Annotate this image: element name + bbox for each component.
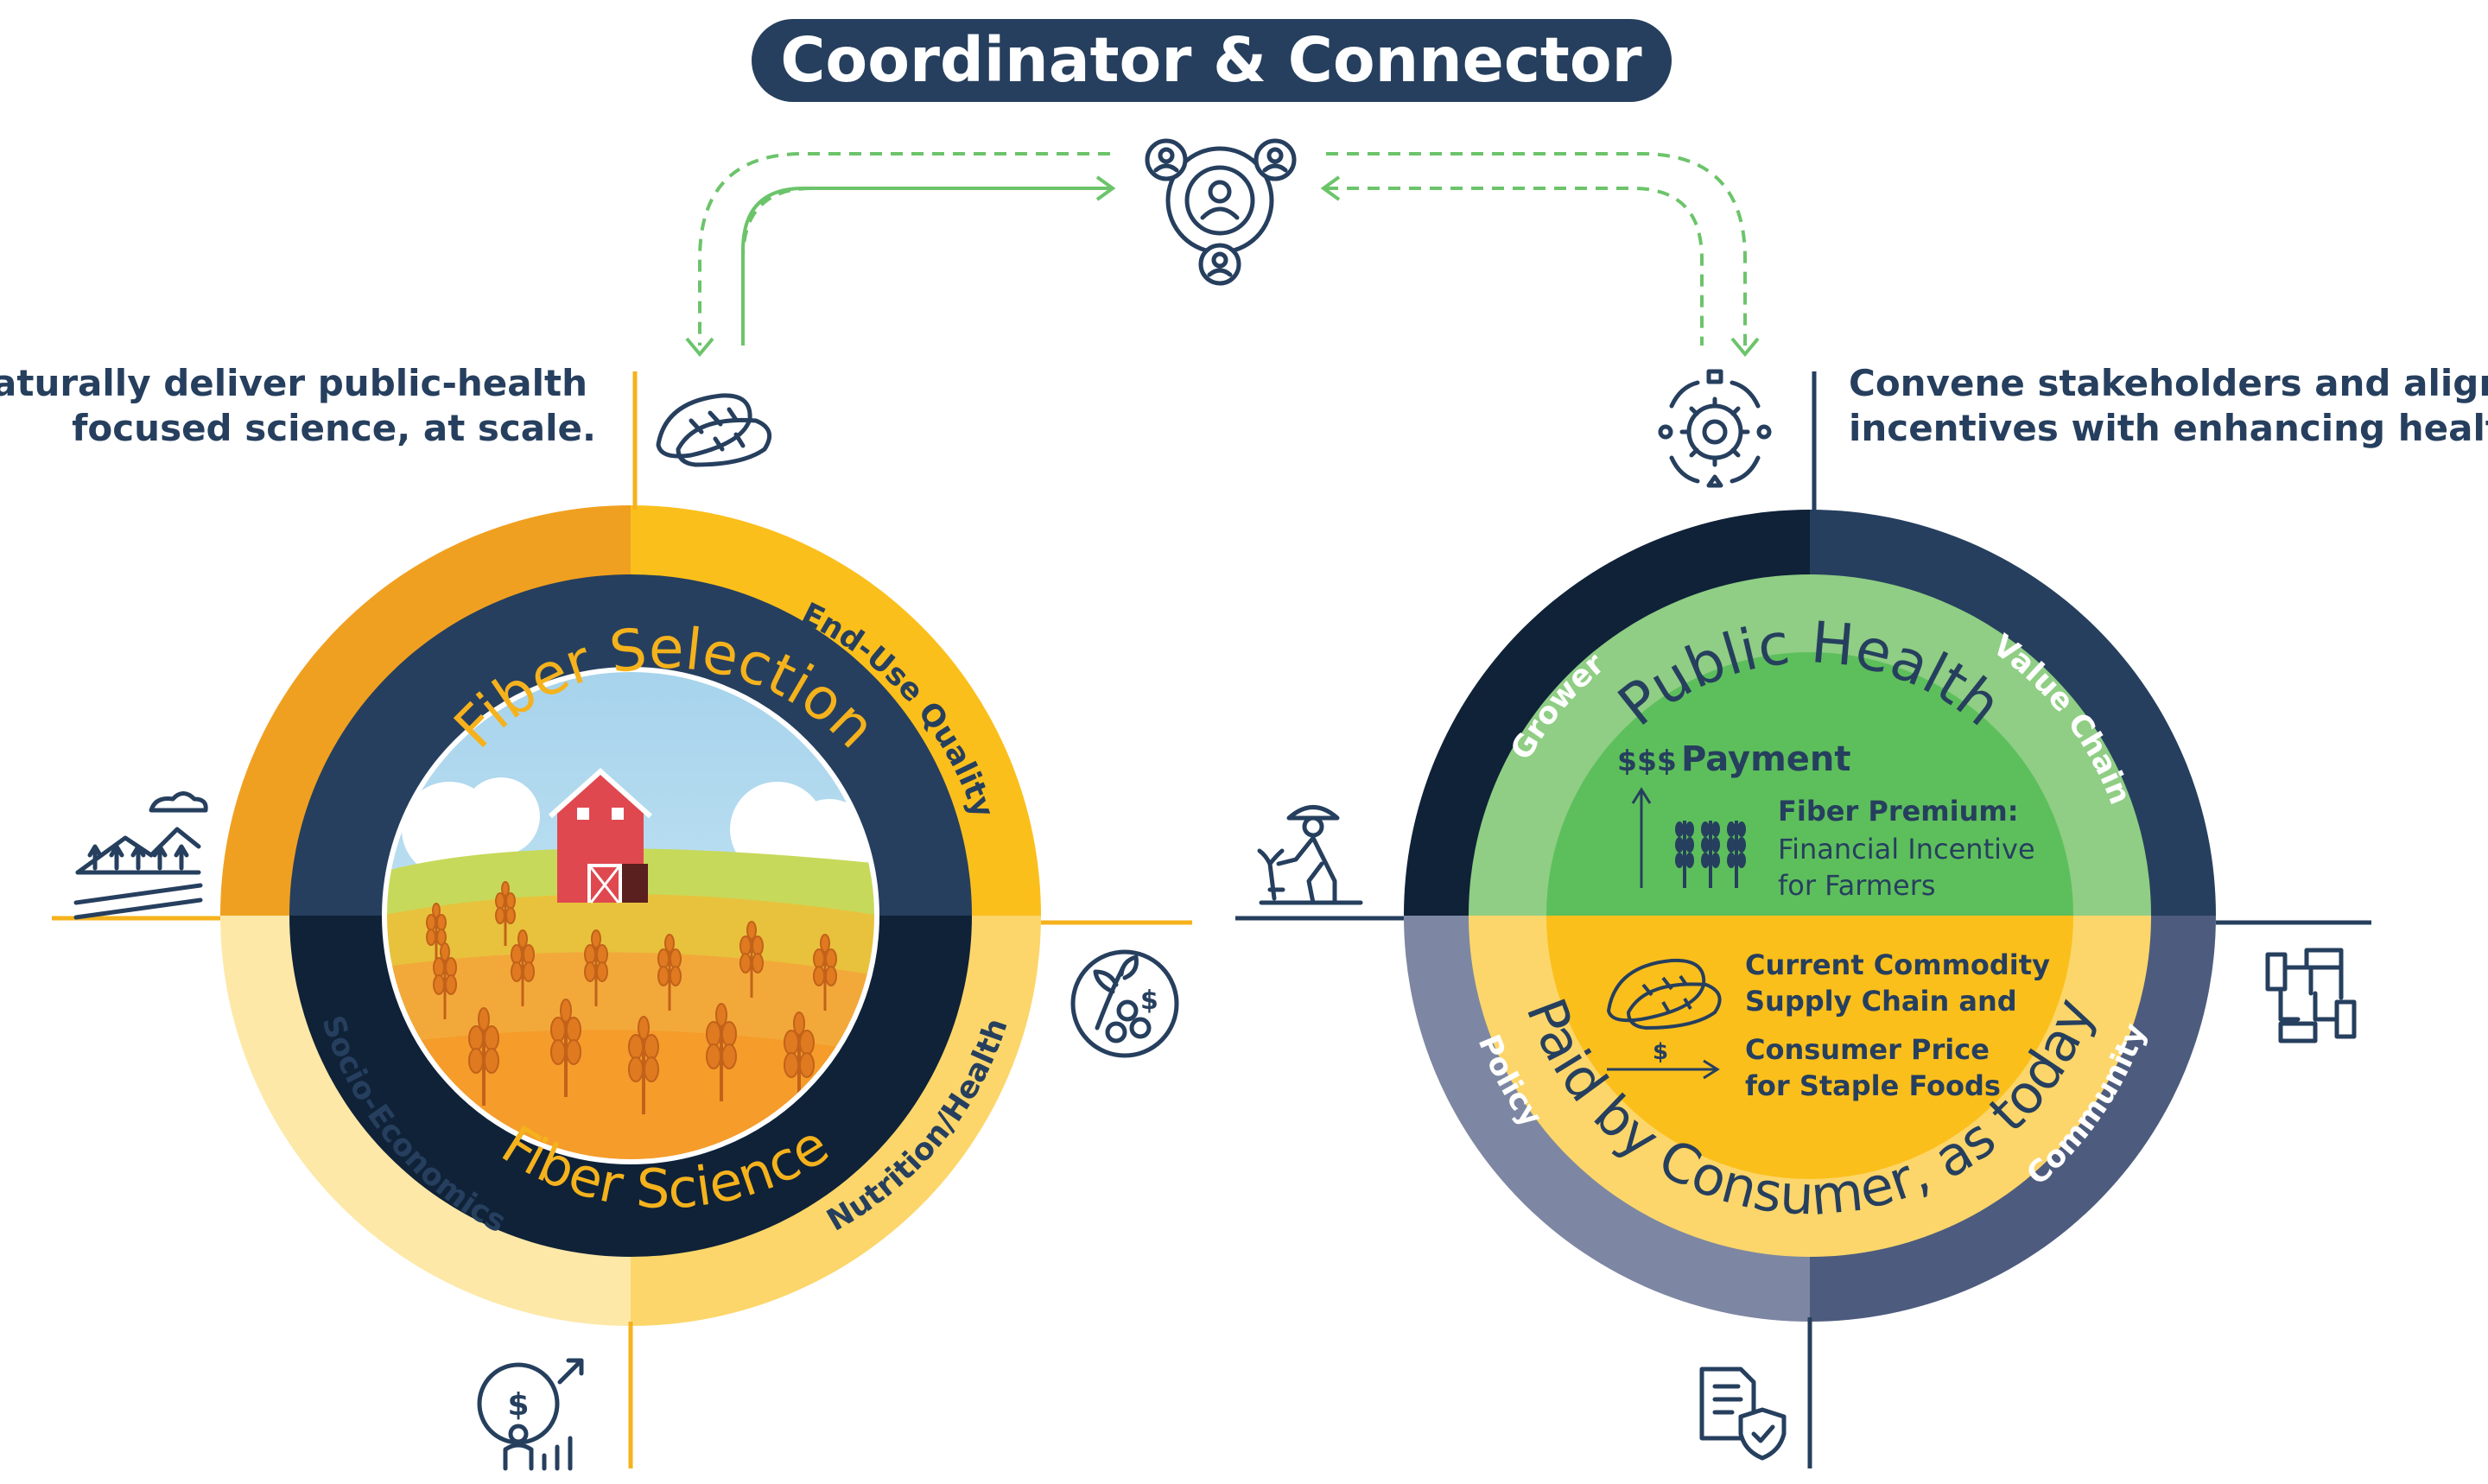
barn — [548, 767, 653, 904]
investment-growth-icon: $ — [477, 1358, 584, 1471]
policy-document-icon — [1699, 1367, 1787, 1461]
consumer-line2: for Staple Foods — [1745, 1069, 2001, 1102]
connector-arrows-inner — [741, 187, 1704, 346]
network-people-icon — [1145, 138, 1297, 286]
hands-together-icon — [2265, 948, 2357, 1043]
commodity-dollar: $ — [1653, 1039, 1668, 1065]
left-heading-line2: focused science, at scale. — [72, 407, 596, 449]
consumer-line1: Consumer Price — [1745, 1033, 1990, 1066]
wheat-icon — [1675, 821, 1746, 888]
arrow-heads — [685, 175, 1760, 358]
commodity-line2: Supply Chain and — [1745, 985, 2017, 1018]
connector-arrows — [698, 152, 1747, 346]
premium-line1: Financial Incentive — [1778, 833, 2035, 866]
right-circle: Grower Value Chain Policy Community Publ… — [1404, 510, 2216, 1322]
title-banner: Coordinator & Connector — [752, 19, 1672, 102]
left-heading-line1: Naturally deliver public-health — [0, 362, 587, 404]
commodity-line1: Current Commodity — [1745, 948, 2050, 981]
gear-cycle-icon — [1658, 369, 1772, 488]
farm-scene — [384, 669, 877, 1162]
right-heading-line2: incentives with enhancing health. — [1849, 407, 2488, 449]
plant-money-icon: $ — [1070, 949, 1179, 1058]
landscape-crops-icon — [73, 791, 208, 920]
left-circle: Plant Breeding End-Use Quality Socio-Eco… — [220, 505, 1041, 1326]
premium-title: Fiber Premium: — [1778, 795, 2019, 828]
payment-label: Payment — [1681, 739, 1850, 779]
farmer-icon — [1257, 805, 1363, 905]
wheat-field — [426, 881, 837, 1114]
right-heading-line1: Convene stakeholders and align — [1849, 362, 2488, 404]
payment-arrow — [1631, 787, 1652, 888]
bread-icon — [656, 393, 772, 467]
svg-text:$: $ — [507, 1387, 529, 1423]
svg-text:$: $ — [1140, 986, 1158, 1016]
payment-symbol: $$$ — [1617, 744, 1677, 777]
commodity-arrow — [1607, 1059, 1720, 1080]
bread-icon-right — [1606, 958, 1722, 1031]
title-text: Coordinator & Connector — [780, 24, 1641, 96]
premium-line2: for Farmers — [1778, 869, 1936, 902]
right-axis-lines — [1235, 371, 2371, 1468]
commodity-zone — [1546, 916, 2073, 1179]
